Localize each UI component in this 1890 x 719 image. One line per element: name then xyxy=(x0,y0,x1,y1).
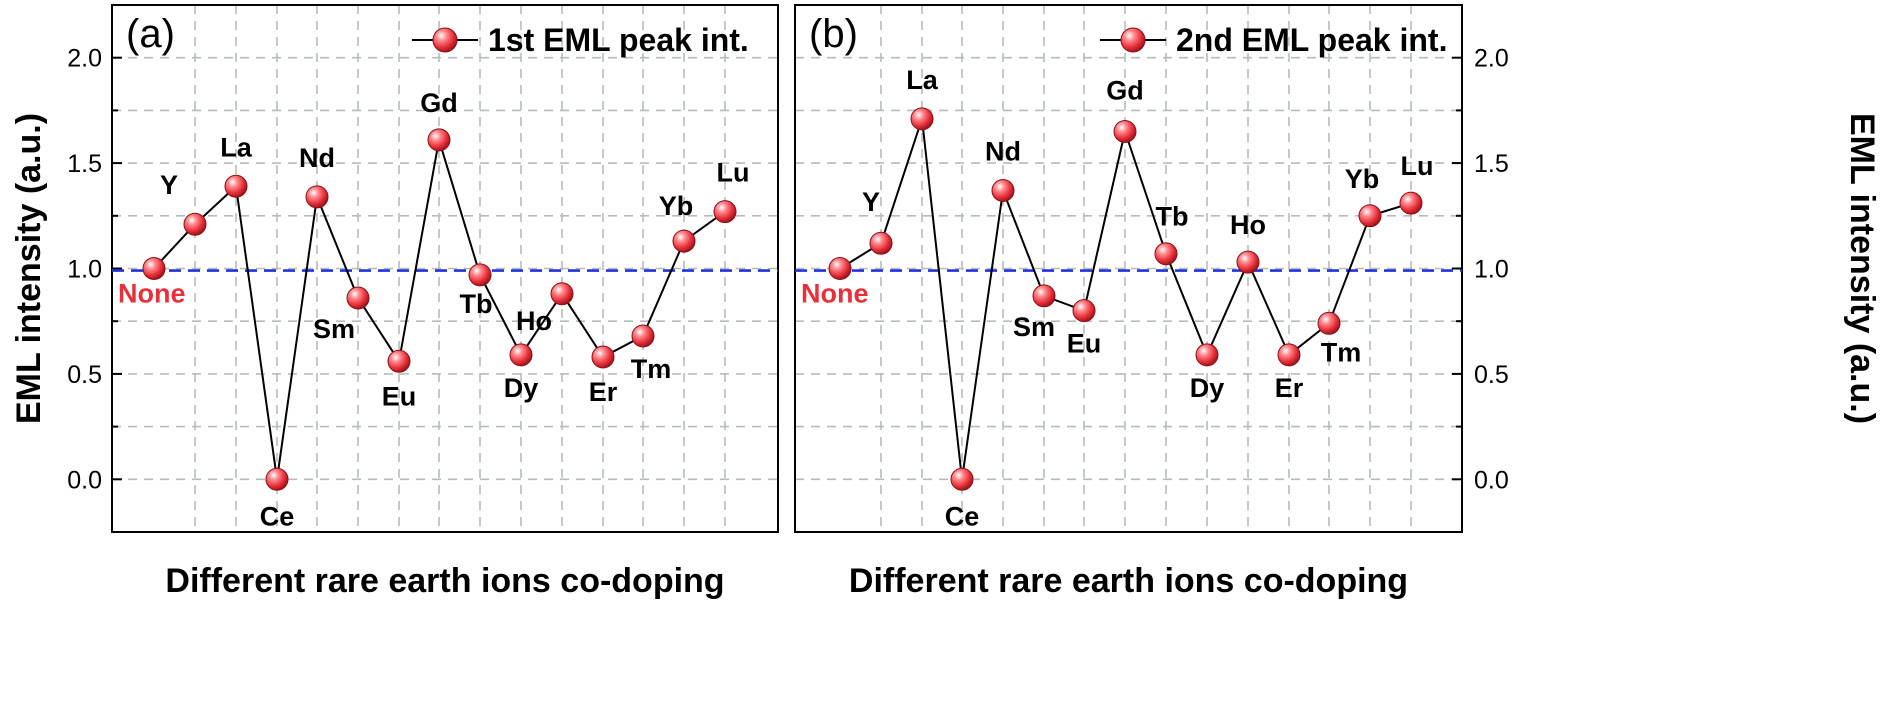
data-point-la xyxy=(910,107,934,131)
panel-label: (b) xyxy=(809,12,858,56)
data-point-tb xyxy=(1154,242,1178,266)
legend-label: 2nd EML peak int. xyxy=(1176,22,1447,58)
data-point-er xyxy=(1277,343,1301,367)
data-point-gd xyxy=(1113,119,1137,143)
y-tick-label: 0.0 xyxy=(1474,466,1509,494)
point-label-gd: Gd xyxy=(420,88,458,118)
y-axis-title: EML intensity (a.u.) xyxy=(1843,113,1881,424)
data-point-none xyxy=(142,257,166,280)
y-tick-label: 0.5 xyxy=(67,361,102,389)
data-point-ho xyxy=(1236,250,1260,274)
point-label-tb: Tb xyxy=(1156,202,1189,232)
point-label-none: None xyxy=(118,279,186,309)
y-tick-label: 2.0 xyxy=(1474,45,1509,73)
data-point-tb xyxy=(468,263,492,287)
legend-label: 1st EML peak int. xyxy=(488,22,749,58)
point-label-tm: Tm xyxy=(1321,337,1362,367)
y-tick-label: 0.0 xyxy=(67,466,102,494)
data-point-sm xyxy=(1032,284,1056,308)
point-label-dy: Dy xyxy=(504,373,539,403)
data-point-lu xyxy=(713,200,737,224)
y-tick-label: 0.5 xyxy=(1474,361,1509,389)
data-point-yb xyxy=(1358,204,1382,228)
data-point-tm xyxy=(1317,311,1341,335)
data-point-y xyxy=(869,231,893,255)
data-point-sm xyxy=(346,286,370,310)
point-label-gd: Gd xyxy=(1106,75,1144,105)
data-point-y xyxy=(183,212,207,236)
point-label-nd: Nd xyxy=(985,137,1021,167)
point-label-ce: Ce xyxy=(260,501,295,531)
data-point-lu xyxy=(1399,191,1423,215)
x-axis-title: Different rare earth ions co-doping xyxy=(849,562,1408,600)
point-label-ho: Ho xyxy=(516,306,552,336)
point-label-dy: Dy xyxy=(1190,373,1225,403)
point-label-eu: Eu xyxy=(1067,329,1102,359)
data-point-nd xyxy=(991,179,1015,203)
data-point-la xyxy=(224,174,248,198)
point-label-none: None xyxy=(801,279,869,309)
legend: 1st EML peak int. xyxy=(412,22,749,58)
point-label-y: Y xyxy=(862,187,880,217)
y-tick-label: 2.0 xyxy=(67,45,102,73)
data-point-eu xyxy=(1072,299,1096,323)
y-tick-label: 1.5 xyxy=(1474,150,1509,178)
y-tick-label: 1.0 xyxy=(1474,256,1509,284)
y-tick-label: 1.0 xyxy=(67,256,102,284)
point-label-y: Y xyxy=(160,170,178,200)
data-point-ce xyxy=(950,467,974,491)
point-label-lu: Lu xyxy=(1401,151,1434,181)
y-axis: 0.0 0.5 1.0 1.5 2.0 xyxy=(67,45,122,494)
point-label-er: Er xyxy=(1275,373,1304,403)
y-axis-title: EML intensity (a.u.) xyxy=(10,113,48,424)
data-point-dy xyxy=(1195,343,1219,367)
data-point-gd xyxy=(427,128,451,152)
point-label-la: La xyxy=(906,65,938,95)
data-point-eu xyxy=(387,349,411,373)
point-label-sm: Sm xyxy=(1013,312,1055,342)
data-point-ho xyxy=(550,282,574,306)
point-label-tm: Tm xyxy=(631,354,672,384)
data-point-yb xyxy=(672,229,696,253)
y-axis: 0.0 0.5 1.0 1.5 2.0 xyxy=(1452,45,1509,494)
point-label-sm: Sm xyxy=(313,314,355,344)
point-label-ce: Ce xyxy=(945,501,980,531)
data-point-tm xyxy=(631,324,655,348)
panel-label: (a) xyxy=(126,12,175,56)
point-label-nd: Nd xyxy=(299,143,335,173)
data-point-ce xyxy=(265,467,289,491)
legend-marker xyxy=(432,27,458,53)
data-point-dy xyxy=(509,343,533,367)
point-label-er: Er xyxy=(589,377,618,407)
y-tick-label: 1.5 xyxy=(67,150,102,178)
data-point-nd xyxy=(305,185,329,209)
data-point-er xyxy=(591,345,615,369)
point-label-yb: Yb xyxy=(1345,164,1380,194)
legend-marker xyxy=(1120,27,1146,53)
point-label-eu: Eu xyxy=(382,381,417,411)
point-label-lu: Lu xyxy=(717,158,750,188)
legend: 2nd EML peak int. xyxy=(1100,22,1447,58)
x-axis-title: Different rare earth ions co-doping xyxy=(165,562,724,600)
data-point-none xyxy=(828,257,852,280)
point-label-ho: Ho xyxy=(1230,210,1266,240)
point-label-yb: Yb xyxy=(659,191,694,221)
point-label-la: La xyxy=(220,132,252,162)
point-label-tb: Tb xyxy=(460,289,493,319)
